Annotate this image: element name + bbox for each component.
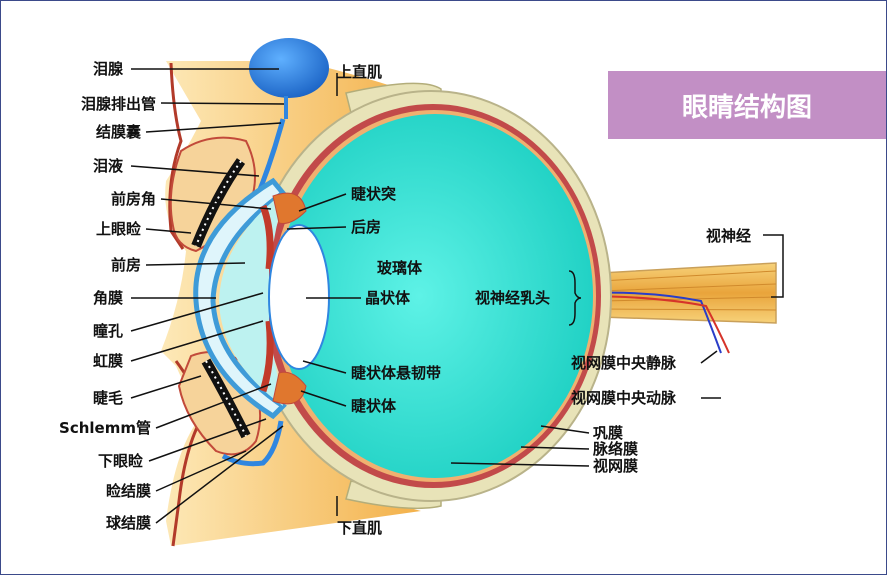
label-cornea: 角膜 — [93, 289, 123, 307]
label-ciliary-process: 睫状突 — [351, 185, 396, 203]
label-anterior-chamber: 前房 — [111, 256, 141, 274]
label-optic-disc: 视神经乳头 — [475, 289, 550, 307]
lacrimal-gland — [249, 38, 329, 98]
label-central-retinal-artery: 视网膜中央动脉 — [571, 389, 677, 407]
label-ciliary-body: 睫状体 — [351, 397, 397, 415]
label-lacrimal-duct: 泪腺排出管 — [81, 95, 156, 113]
label-optic-nerve: 视神经 — [706, 227, 751, 245]
label-lower-eyelid: 下眼睑 — [98, 452, 143, 470]
label-iris: 虹膜 — [93, 352, 123, 370]
label-eyelash: 睫毛 — [93, 389, 123, 407]
crystalline-lens — [269, 225, 329, 369]
label-conjunctival-sac: 结膜囊 — [96, 123, 142, 141]
label-schlemm-canal: Schlemm管 — [59, 419, 151, 437]
label-central-retinal-vein: 视网膜中央静脉 — [571, 354, 677, 372]
label-superior-rectus: 上直肌 — [337, 63, 382, 81]
label-tears: 泪液 — [93, 157, 124, 175]
label-inferior-rectus: 下直肌 — [337, 519, 382, 537]
label-vitreous-body: 玻璃体 — [377, 259, 423, 277]
label-retina: 视网膜 — [593, 457, 638, 475]
label-lens: 晶状体 — [365, 289, 411, 307]
diagram-title: 眼睛结构图 — [608, 71, 886, 139]
label-choroid: 脉络膜 — [592, 440, 638, 458]
label-posterior-chamber: 后房 — [351, 218, 381, 236]
label-anterior-chamber-angle: 前房角 — [111, 190, 156, 208]
label-zonule: 睫状体悬韧带 — [351, 364, 441, 382]
label-pupil: 瞳孔 — [93, 322, 123, 340]
label-upper-eyelid: 上眼睑 — [96, 220, 141, 238]
label-palpebral-conjunctiva: 睑结膜 — [106, 482, 151, 500]
label-bulbar-conjunctiva: 球结膜 — [106, 514, 151, 532]
label-lacrimal-gland: 泪腺 — [93, 60, 124, 78]
